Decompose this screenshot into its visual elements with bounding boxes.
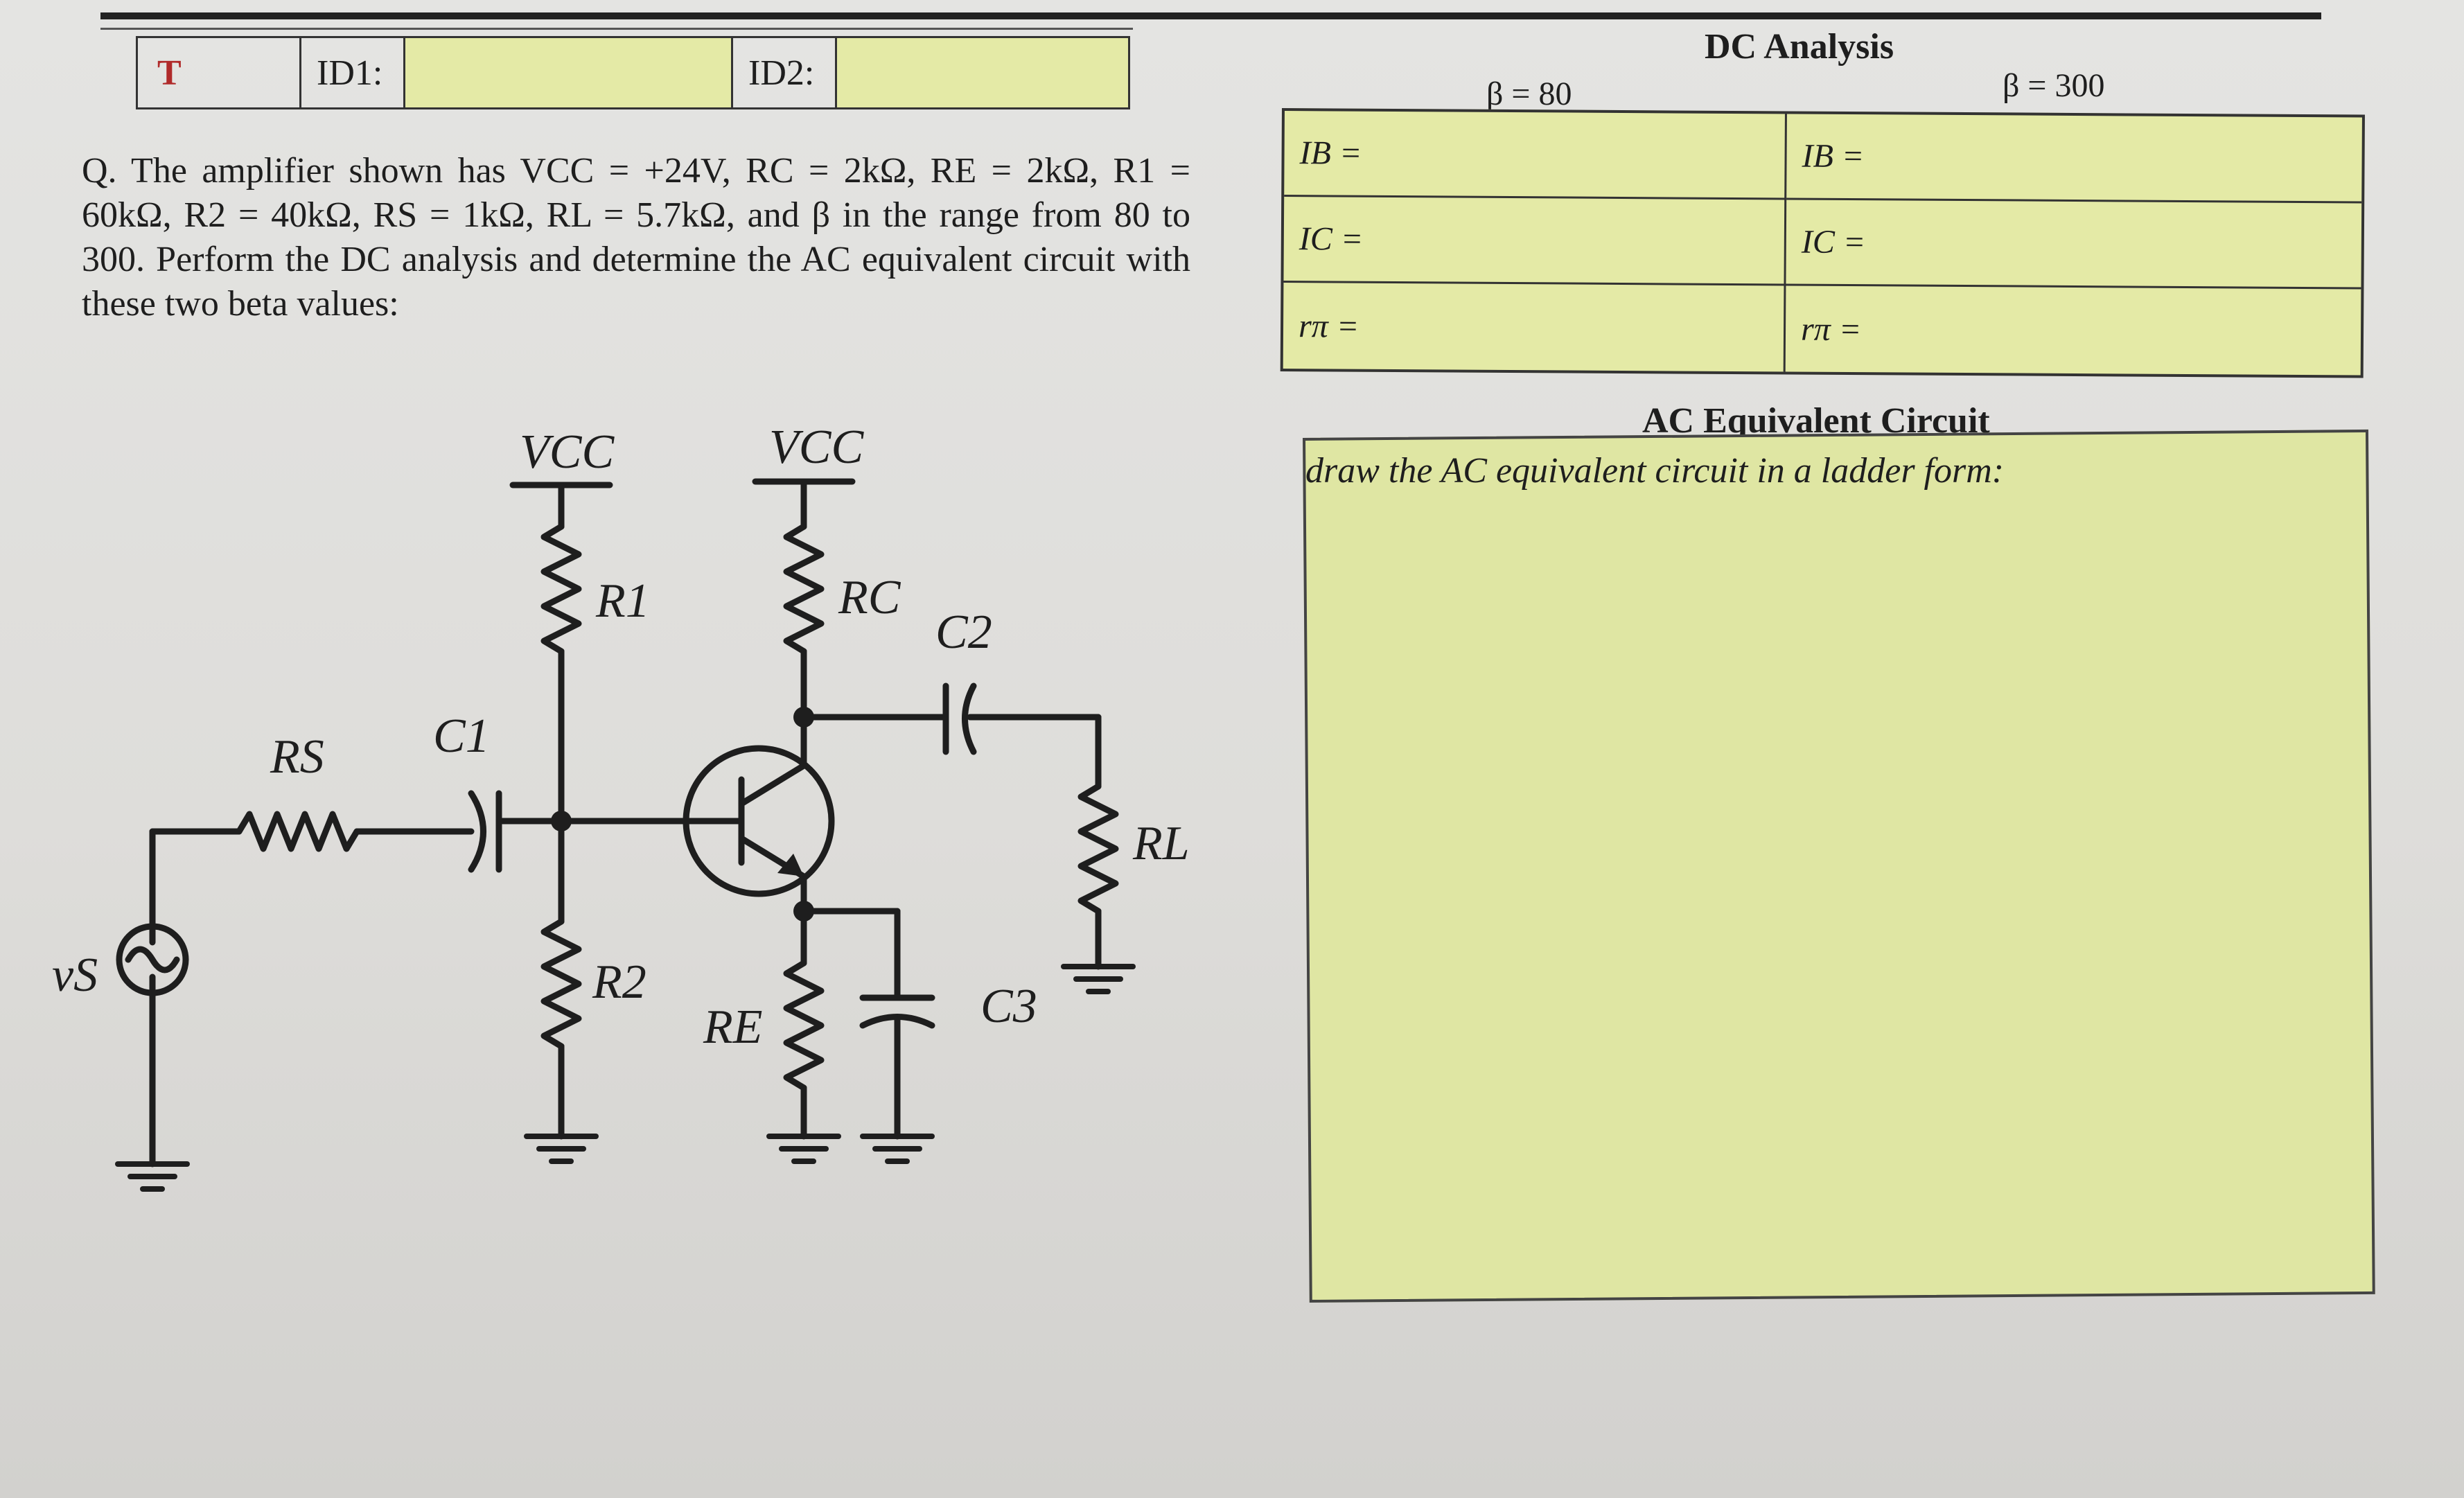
c3-label: C3 <box>980 980 1037 1033</box>
id2-field[interactable] <box>837 38 1128 107</box>
ic-beta300-cell[interactable]: IC = <box>1786 200 2362 290</box>
vs-label: vS <box>52 949 98 1002</box>
dc-analysis-table: IB = IB = IC = IC = rπ = rπ = <box>1280 108 2365 378</box>
ib-beta300-cell[interactable]: IB = <box>1786 114 2362 204</box>
r1-label: R1 <box>595 574 650 628</box>
top-rule-thin <box>100 28 1133 30</box>
amplifier-schematic: VCC VCC R1 RC C2 RS C1 RL vS R2 RE C3 <box>52 421 1190 1192</box>
r2-label: R2 <box>592 955 646 1009</box>
rpi-beta300-cell[interactable]: rπ = <box>1800 310 1862 348</box>
id1-field[interactable] <box>405 38 733 107</box>
beta-high-label: β = 300 <box>2003 67 2105 104</box>
tag-cell: T <box>138 38 301 107</box>
dc-analysis-title: DC Analysis <box>1705 27 1894 67</box>
c1-label: C1 <box>433 710 490 763</box>
c2-label: C2 <box>935 606 992 659</box>
beta-low-label: β = 80 <box>1486 76 1572 112</box>
ic-beta80-cell[interactable]: IC = <box>1283 197 1787 286</box>
id2-label: ID2: <box>733 38 837 107</box>
vcc-right-label: VCC <box>769 421 864 474</box>
ib-beta80-cell[interactable]: IB = <box>1284 111 1787 200</box>
id-header-row: T ID1: ID2: <box>136 36 1130 109</box>
rl-label: RL <box>1132 817 1190 870</box>
re-label: RE <box>703 1001 763 1054</box>
rpi-beta80-cell[interactable]: rπ = <box>1283 283 1786 372</box>
question-text: Q. The amplifier shown has VCC = +24V, R… <box>82 151 1190 324</box>
rc-label: RC <box>838 571 901 624</box>
top-rule <box>100 12 2321 19</box>
rs-label: RS <box>270 730 324 784</box>
vcc-left-label: VCC <box>520 425 615 479</box>
ac-instruction: draw the AC equivalent circuit in a ladd… <box>1305 451 2005 491</box>
ac-drawing-area[interactable] <box>1303 429 2375 1303</box>
id1-label: ID1: <box>301 38 405 107</box>
